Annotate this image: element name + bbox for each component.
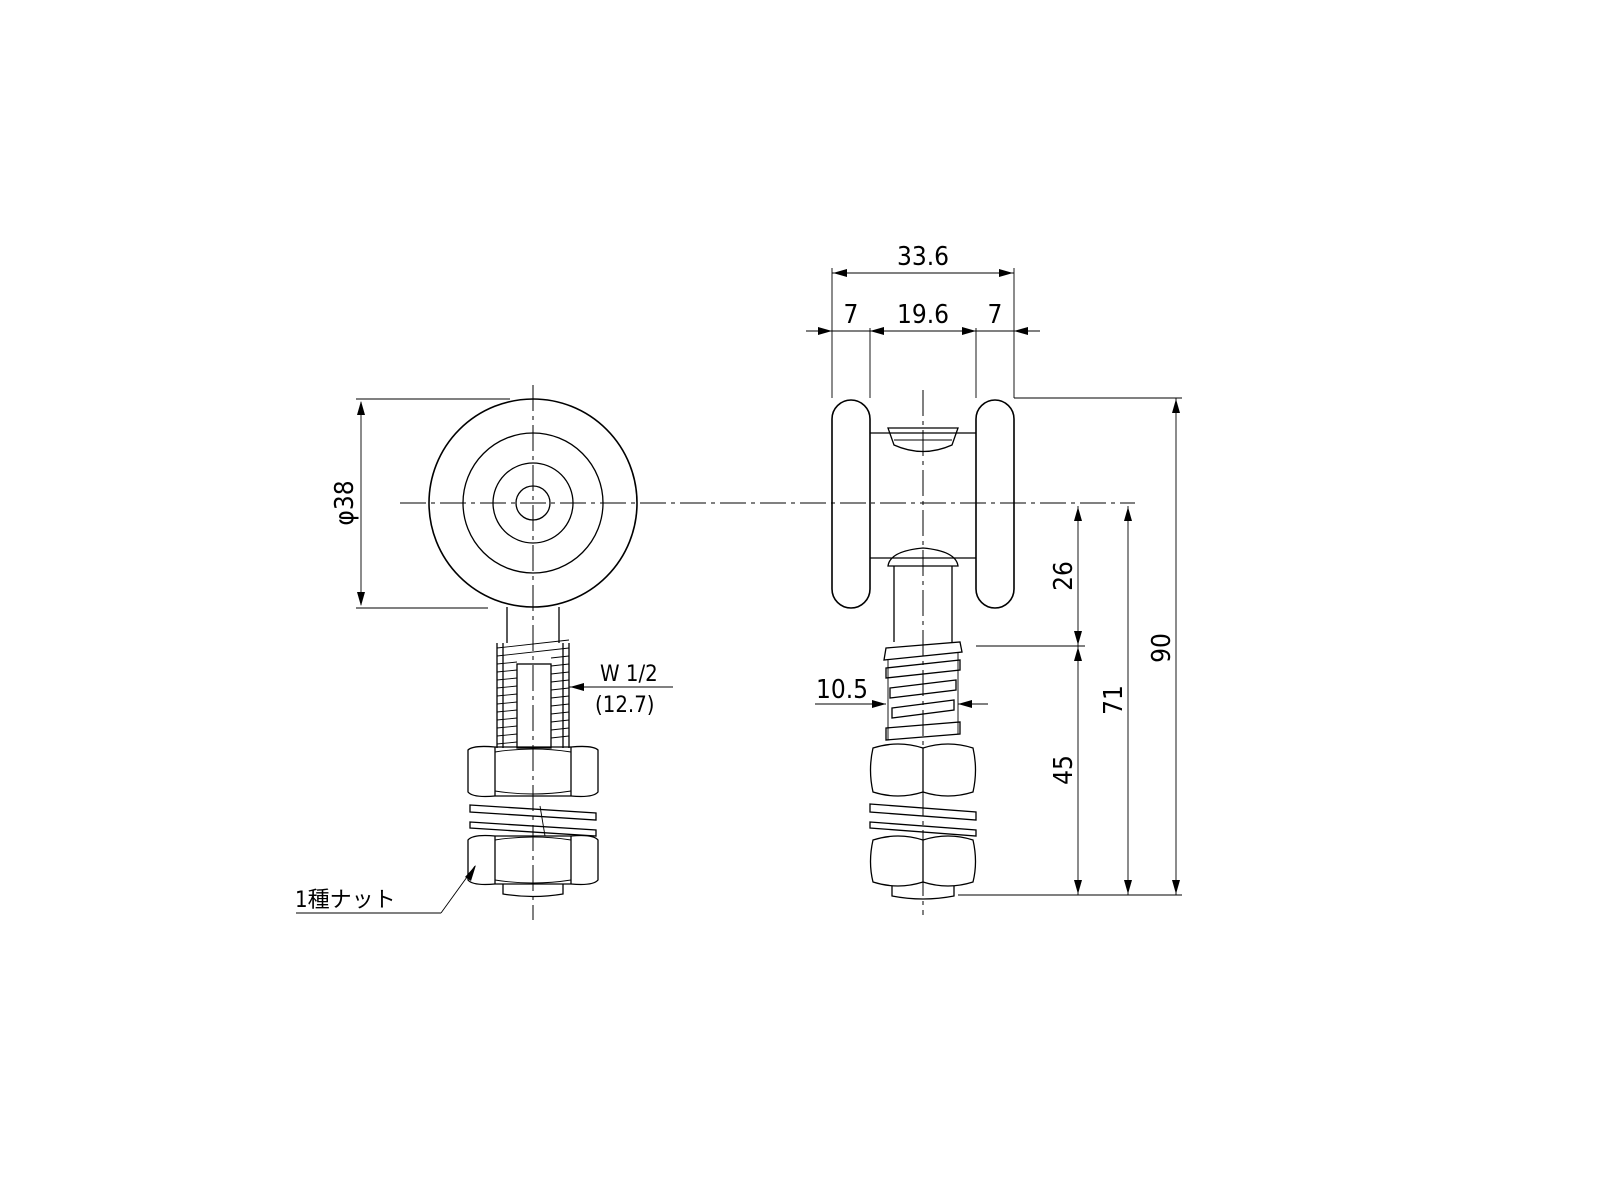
spring-dimension-label: 10.5 xyxy=(816,675,868,705)
side-view: 10.5 33.6 7 19. xyxy=(806,242,1182,915)
thread-callout: W 1/2 (12.7) xyxy=(569,662,673,718)
nut-label: 1種ナット xyxy=(295,888,396,913)
left-flange xyxy=(831,399,871,609)
diameter-dimension: φ38 xyxy=(330,398,510,609)
groove-width-label: 19.6 xyxy=(897,300,949,330)
width-dimensions: 33.6 7 19.6 7 xyxy=(806,242,1040,398)
nut-callout: 1種ナット xyxy=(295,865,476,914)
wheel-front xyxy=(428,398,638,608)
diameter-label: φ38 xyxy=(330,480,360,525)
lower-nut-front xyxy=(467,834,599,886)
bolt-side xyxy=(887,547,959,642)
threaded-shank-front xyxy=(496,639,570,749)
spring-side xyxy=(883,641,963,741)
wheel-flanges-side xyxy=(831,399,1015,609)
spring-dimension: 10.5 xyxy=(815,675,988,708)
thread-label: W 1/2 xyxy=(600,662,658,687)
front-view: φ38 W 1/2 (12.7) xyxy=(295,385,1135,920)
dim-26-label: 26 xyxy=(1049,561,1079,591)
nut-stack-side xyxy=(869,743,977,900)
overall-width-label: 33.6 xyxy=(897,242,949,272)
dim-45-label: 45 xyxy=(1049,755,1079,785)
upper-nut-front xyxy=(467,745,599,798)
dim-90-label: 90 xyxy=(1147,633,1177,663)
flange-right-label: 7 xyxy=(988,300,1003,330)
bolt-tip-front xyxy=(502,884,564,898)
thread-sub-label: (12.7) xyxy=(595,693,655,718)
dim-71-label: 71 xyxy=(1099,685,1129,715)
bolt-neck-front xyxy=(506,607,560,643)
spring-front xyxy=(469,804,597,837)
height-dimensions: 26 45 71 90 xyxy=(958,397,1182,896)
flange-left-label: 7 xyxy=(844,300,859,330)
right-flange xyxy=(975,399,1015,609)
